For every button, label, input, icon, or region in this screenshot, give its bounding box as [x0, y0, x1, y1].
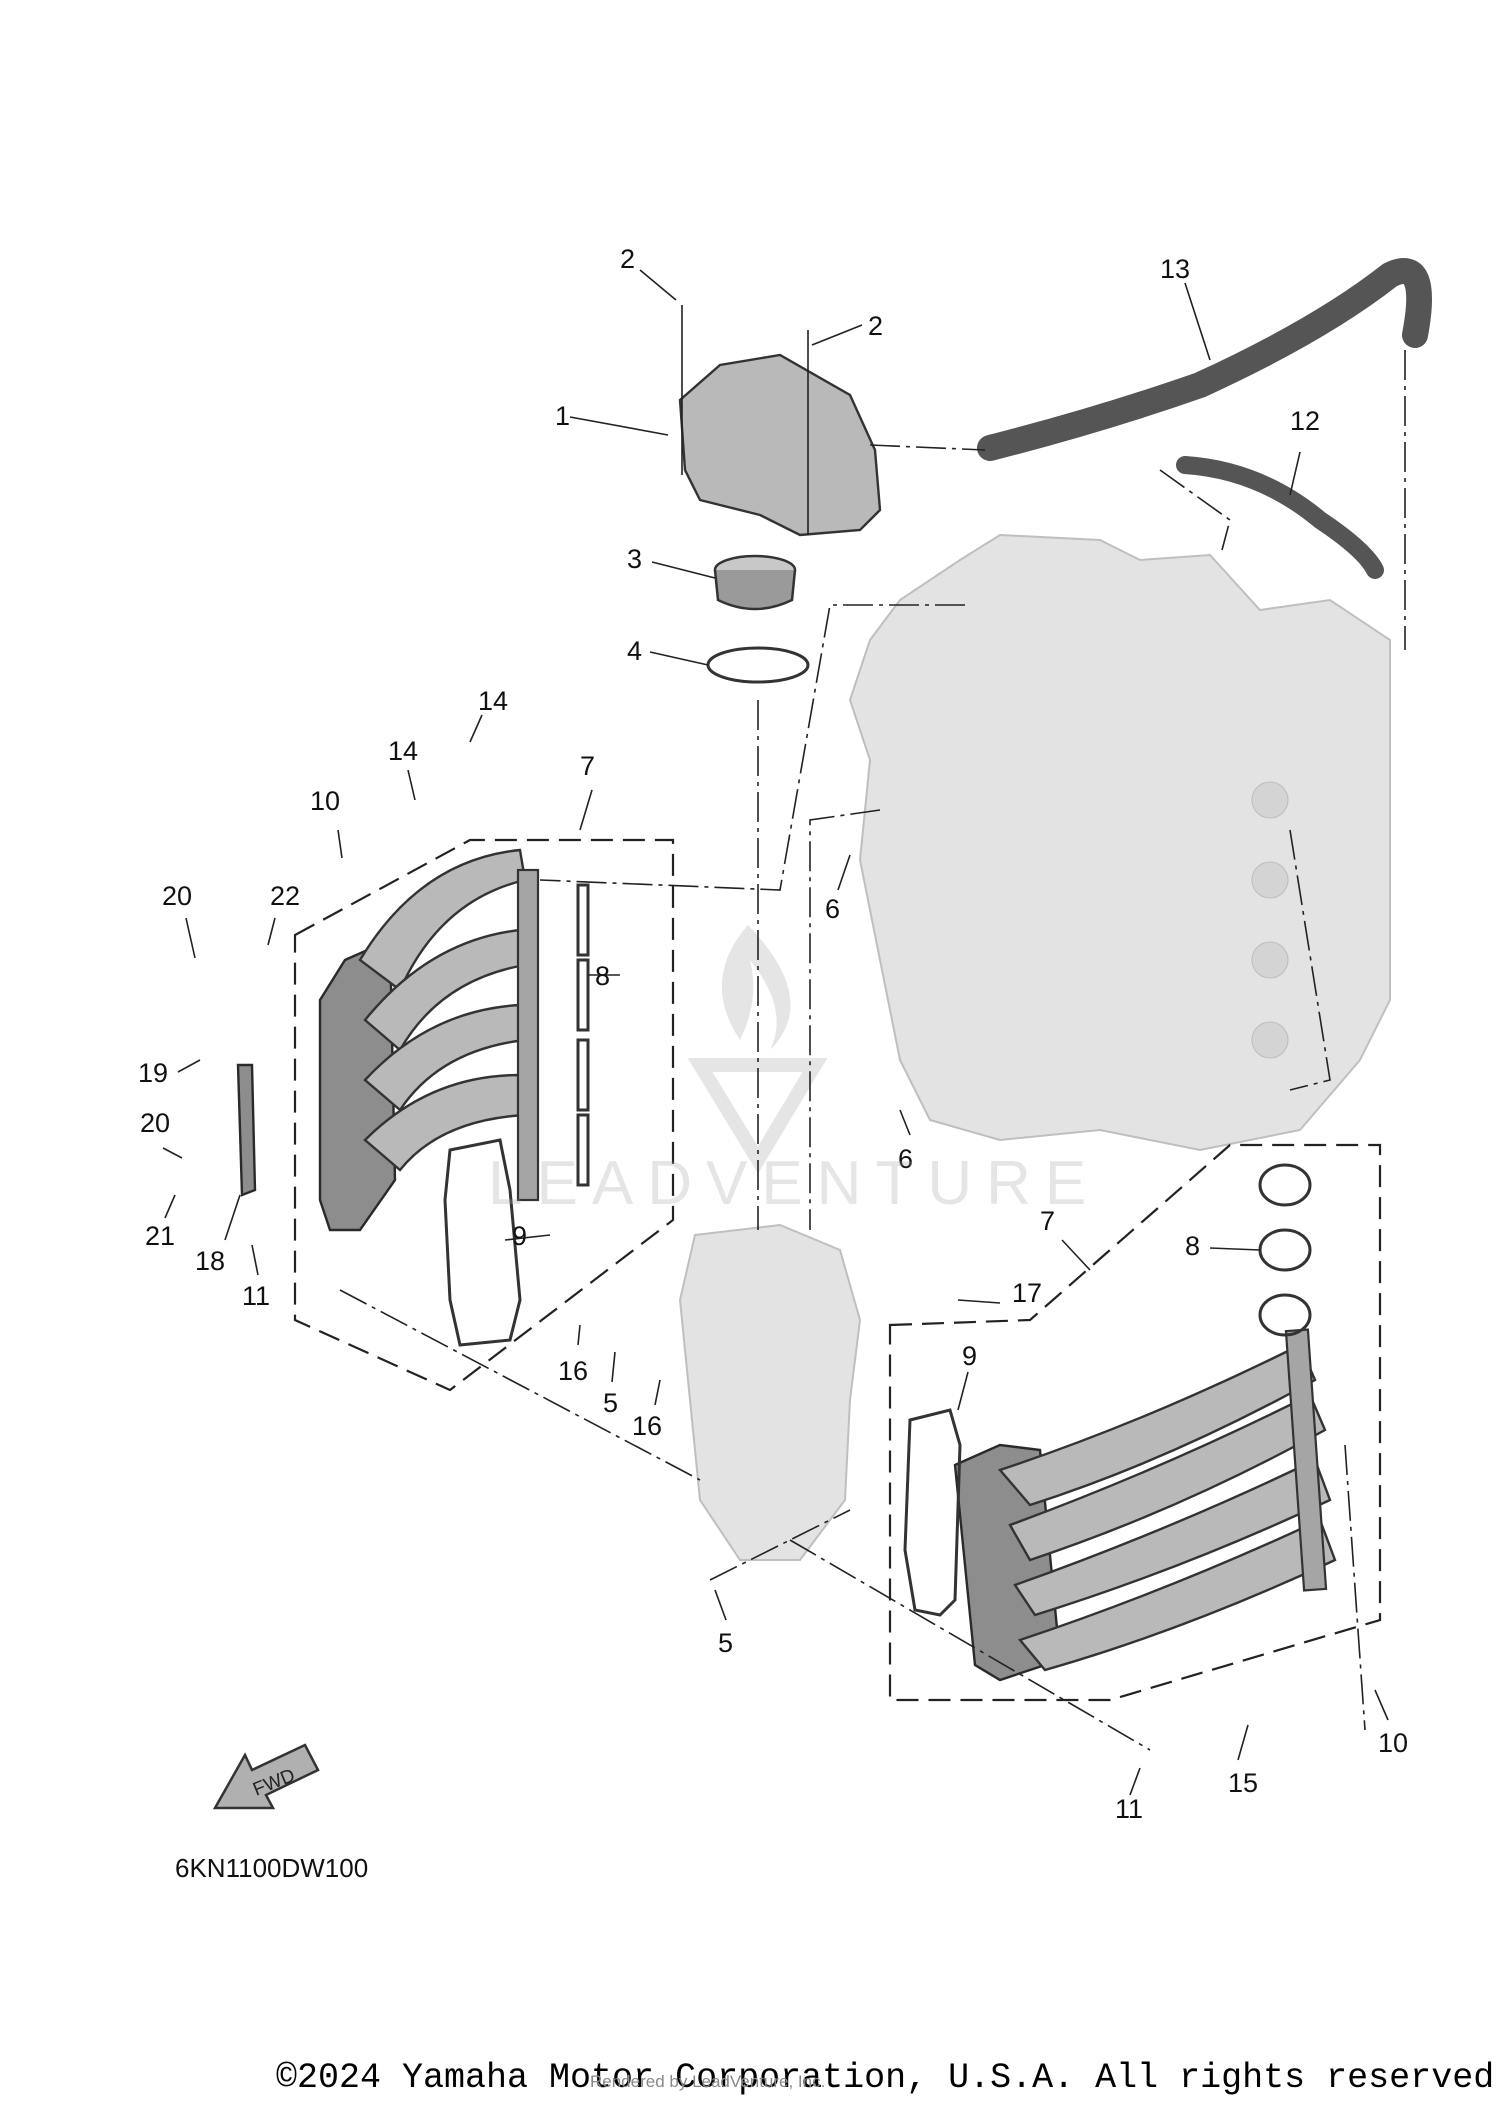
assembly-line [1344, 1444, 1366, 1731]
callout-5: 5 [603, 1388, 618, 1418]
callout-2: 2 [620, 244, 635, 274]
callout-9: 9 [512, 1221, 527, 1251]
callout-7: 7 [1040, 1206, 1055, 1236]
callout-labels: 2 2 13 1 12 3 4 14 14 7 10 20 22 6 8 19 … [138, 244, 1408, 1824]
assembly-line [539, 604, 965, 891]
assembly-line [869, 444, 986, 451]
callout-1: 1 [555, 401, 570, 431]
callout-19: 19 [138, 1058, 168, 1088]
callout-16: 16 [558, 1356, 588, 1386]
callout-8: 8 [595, 961, 610, 991]
callout-3: 3 [627, 544, 642, 574]
callout-13: 13 [1160, 254, 1190, 284]
callout-11: 11 [242, 1281, 270, 1311]
part-13-hose [977, 258, 1433, 461]
part-4-clamp [706, 646, 810, 684]
callout-12: 12 [1290, 406, 1320, 436]
assembly-line [709, 1509, 851, 1581]
callout-14: 14 [478, 686, 508, 716]
part-1-cover [678, 353, 882, 537]
callout-8: 8 [1185, 1231, 1200, 1261]
assembly-line [339, 1289, 701, 1481]
engine-port [1251, 1021, 1289, 1059]
assembly-line [1289, 829, 1331, 1091]
callout-9: 9 [962, 1341, 977, 1371]
right-intake-manifold [953, 1328, 1337, 1682]
rendered-by-credit: Rendered by LeadVenture, Inc. [590, 2072, 826, 2091]
engine-port [1251, 941, 1289, 979]
engine-port [1251, 861, 1289, 899]
callout-5: 5 [718, 1628, 733, 1658]
callout-7: 7 [580, 751, 595, 781]
part-3-ring [713, 554, 797, 611]
callout-6: 6 [825, 894, 840, 924]
callout-20: 20 [162, 881, 192, 911]
left-group-box-7 [293, 838, 675, 1392]
assembly-line [809, 809, 881, 1230]
callout-11: 11 [1115, 1794, 1143, 1824]
engine-block [678, 533, 1391, 1561]
part-18-bracket [236, 1063, 257, 1197]
right-gasket-9 [903, 1408, 962, 1617]
left-intake-manifold [318, 848, 540, 1232]
watermark-text: LEADVENTURE [488, 1149, 1101, 1218]
callout-2: 2 [868, 311, 883, 341]
left-gaskets [576, 883, 590, 1187]
assembly-line [789, 1539, 1151, 1751]
callout-17: 17 [1012, 1278, 1042, 1308]
callout-15: 15 [1228, 1768, 1258, 1798]
callout-21: 21 [145, 1221, 175, 1251]
engine-port [1251, 781, 1289, 819]
callout-18: 18 [195, 1246, 225, 1276]
callout-4: 4 [627, 636, 642, 666]
callout-10: 10 [310, 786, 340, 816]
callout-20: 20 [140, 1108, 170, 1138]
callout-22: 22 [270, 881, 300, 911]
callout-16: 16 [632, 1411, 662, 1441]
callout-6: 6 [898, 1144, 913, 1174]
part-12-hose [1176, 456, 1384, 579]
watermark-logo [687, 925, 828, 1174]
copyright-notice: ©2024 Yamaha Motor Corporation, U.S.A. A… [276, 2058, 1500, 2098]
left-gasket-9 [443, 1138, 522, 1347]
callout-10: 10 [1378, 1728, 1408, 1758]
fwd-arrow-icon: FWD [212, 1743, 320, 1810]
leader-lines [162, 269, 1389, 1796]
right-gaskets [1258, 1163, 1312, 1337]
diagram-code: 6KN1100DW100 [175, 1853, 369, 1883]
callout-14: 14 [388, 736, 418, 766]
assembly-line [1159, 469, 1231, 551]
